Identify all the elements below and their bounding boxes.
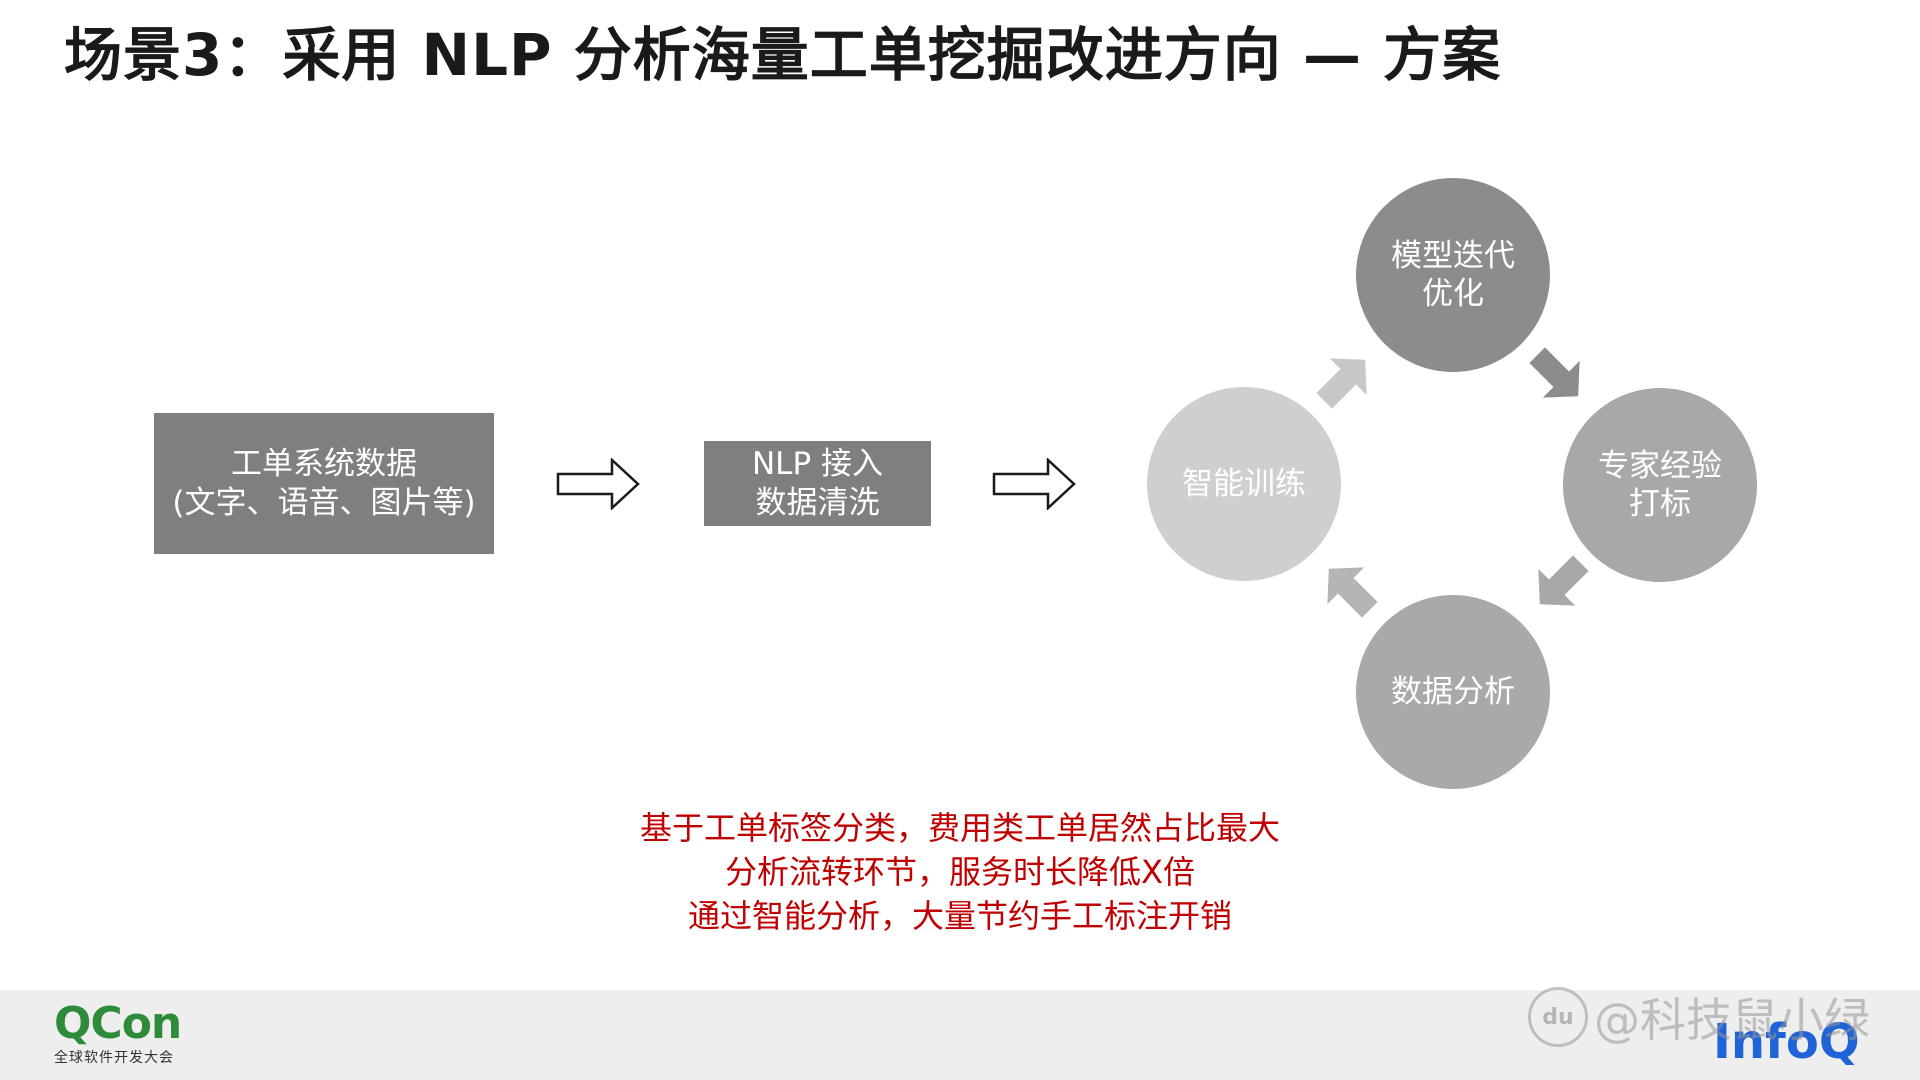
cycle-left-line1: 智能训练 xyxy=(1182,466,1306,502)
cycle-node-model-iteration: 模型迭代 优化 xyxy=(1356,178,1550,372)
cycle-bottom-line1: 数据分析 xyxy=(1391,674,1515,710)
result-notes: 基于工单标签分类，费用类工单居然占比最大 分析流转环节，服务时长降低X倍 通过智… xyxy=(540,806,1380,938)
infoq-logo: InfoQ xyxy=(1713,1014,1860,1070)
footer-bar xyxy=(0,990,1920,1080)
cycle-right-line1: 专家经验 xyxy=(1598,448,1722,484)
nlp-box-line1: NLP 接入 xyxy=(751,445,883,482)
paw-icon: du xyxy=(1528,987,1588,1047)
note-line: 通过智能分析，大量节约手工标注开销 xyxy=(687,897,1232,935)
cycle-arrow-icon xyxy=(1538,555,1589,606)
note-line: 基于工单标签分类，费用类工单居然占比最大 xyxy=(639,809,1280,847)
note-line: 分析流转环节，服务时长降低X倍 xyxy=(725,853,1195,891)
source-box-line1: 工单系统数据 xyxy=(231,445,417,482)
cycle-node-data-analysis: 数据分析 xyxy=(1356,595,1550,789)
flow-arrow-icon xyxy=(992,458,1076,510)
cycle-top-line1: 模型迭代 xyxy=(1391,238,1515,274)
nlp-box-line2: 数据清洗 xyxy=(755,484,880,521)
cycle-right-line2: 打标 xyxy=(1629,486,1691,522)
cycle-node-smart-training: 智能训练 xyxy=(1147,387,1341,581)
watermark-text: @科技鼠小绿 xyxy=(1594,993,1870,1047)
nlp-cleaning-box: NLP 接入 数据清洗 xyxy=(704,441,931,526)
cycle-arrow-icon xyxy=(1529,347,1580,398)
qcon-logo: QCon 全球软件开发大会 xyxy=(54,998,182,1067)
flow-arrow-icon xyxy=(556,458,640,510)
source-box-line2: (文字、语音、图片等) xyxy=(172,484,476,521)
cycle-arrow-icon xyxy=(1327,567,1378,618)
watermark: du @科技鼠小绿 xyxy=(1528,984,1870,1050)
qcon-brand: QCon xyxy=(54,998,182,1049)
source-data-box: 工单系统数据 (文字、语音、图片等) xyxy=(154,413,494,554)
qcon-tagline: 全球软件开发大会 xyxy=(54,1050,174,1066)
page-title: 场景3：采用 NLP 分析海量工单挖掘改进方向 — 方案 xyxy=(64,21,1502,89)
cycle-top-line2: 优化 xyxy=(1422,276,1484,312)
cycle-arrow-icon xyxy=(1316,358,1367,409)
cycle-node-expert-labeling: 专家经验 打标 xyxy=(1563,388,1757,582)
